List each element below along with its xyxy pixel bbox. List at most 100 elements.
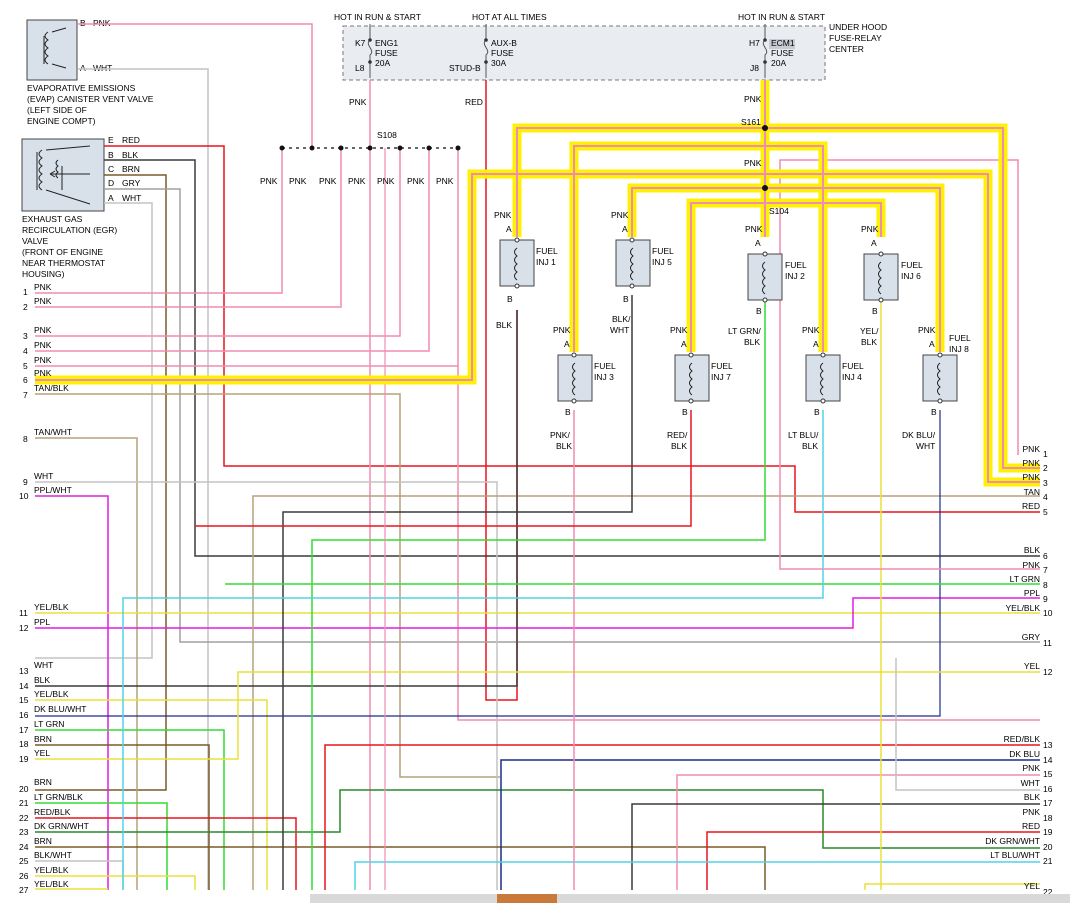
left-pin-24-number: 24 (19, 842, 29, 852)
left-pin-25-color: BLK/WHT (34, 850, 72, 860)
right-pin-9-color: PPL (1024, 588, 1040, 598)
ecm1-fuse-label-2: FUSE (771, 48, 794, 58)
s108-node-2 (309, 145, 315, 151)
inj2-pin-a: A (755, 238, 761, 248)
inj1-pin-a: A (506, 224, 512, 234)
left-pin-16-wire (35, 410, 941, 717)
left-pin-21-number: 21 (19, 798, 29, 808)
s108-node-3 (338, 145, 344, 151)
left-pin-16-color: DK BLU/WHT (34, 704, 86, 714)
right-pin-12-color: YEL (1024, 661, 1040, 671)
tan-right-4-wire (252, 495, 1040, 890)
right-pin-11-color: GRY (1022, 632, 1041, 642)
left-pin-8-wire (35, 437, 138, 890)
egr-pin-d-color: GRY (122, 178, 141, 188)
left-pin-21-wire (35, 802, 168, 890)
inj2-body (747, 253, 783, 301)
left-pin-12-wire (35, 597, 1040, 629)
egr-pin-a-color: WHT (122, 193, 141, 203)
yel-right-22-wire (864, 883, 1040, 890)
evap-caption-4: ENGINE COMPT) (27, 116, 96, 126)
wire-layer: PNK RED PNK (35, 23, 1040, 890)
inj8-feed (765, 187, 941, 352)
inj7-pin-a: A (681, 339, 687, 349)
s108-node-7 (455, 145, 461, 151)
fuse-relay-center: HOT IN RUN & START HOT AT ALL TIMES HOT … (334, 12, 887, 81)
inj5-pin-a: A (622, 224, 628, 234)
inj3-feed (573, 145, 765, 352)
eng1-fuse-label-1: ENG1 (375, 38, 398, 48)
right-pin-5-number: 5 (1043, 507, 1048, 517)
left-pin-23-wire (35, 789, 1040, 849)
fuel-injector-3: FUEL INJ 3 PNK A B PNK/ BLK (550, 325, 616, 451)
right-pin-14-color: DK BLU (1009, 749, 1040, 759)
egr-caption-2: RECIRCULATION (EGR) (22, 225, 117, 235)
right-pin-7-number: 7 (1043, 565, 1048, 575)
left-pin-14-number: 14 (19, 681, 29, 691)
inj2-name-2: INJ 2 (785, 271, 805, 281)
egr-pin-c-color: BRN (122, 164, 140, 174)
inj7-name-2: INJ 7 (711, 372, 731, 382)
s104-pnk-label: PNK (744, 158, 762, 168)
ecm1-label-highlight (769, 39, 795, 49)
left-pin-1-number: 1 (23, 287, 28, 297)
left-pin-7-number: 7 (23, 390, 28, 400)
eng1-fuse-top-terminal (368, 38, 372, 42)
egr-leads (45, 145, 91, 205)
fuel-injector-2: FUEL INJ 2 PNK A B LT GRN/ BLK (728, 224, 807, 347)
right-pin-4-color: TAN (1024, 487, 1040, 497)
egr-red-wire (104, 145, 1040, 513)
inj4-body (805, 354, 841, 402)
auxb-fuse-label-3: 30A (491, 58, 506, 68)
egr-caption-6: HOUSING) (22, 269, 65, 279)
inj4-bottom-wire-1: LT BLU/ (788, 430, 819, 440)
inj3-bottom-wire-1: PNK/ (550, 430, 570, 440)
egr-coil-icon (38, 149, 43, 191)
inj4-name-2: INJ 4 (842, 372, 862, 382)
s108-drop-label-3: PNK (319, 176, 337, 186)
left-pin-5-color: PNK (34, 355, 52, 365)
auxb-fuse-label-2: FUSE (491, 48, 514, 58)
right-pin-1-color: PNK (1023, 444, 1041, 454)
inj5-feed (631, 187, 765, 237)
s161-label: S161 (741, 117, 761, 127)
eng1-wire-label: PNK (349, 97, 367, 107)
inj5-pin-b-terminal (629, 283, 635, 289)
right-pin-11-number: 11 (1043, 638, 1052, 648)
inj8-coil-icon (937, 362, 941, 396)
left-pin-7-wire (35, 393, 500, 778)
left-pin-8-number: 8 (23, 434, 28, 444)
right-pin-7-color: PNK (1023, 560, 1041, 570)
right-pin-16-number: 16 (1043, 784, 1053, 794)
right-connector-labels: 1 PNK 2 PNK 3 PNK 4 TAN 5 RED 6 BLK 7 PN… (985, 444, 1053, 897)
left-pin-27-number: 27 (19, 885, 29, 895)
s108-drop-label-7: PNK (436, 176, 454, 186)
evap-caption-2: (EVAP) CANISTER VENT VALVE (27, 94, 154, 104)
eng1-fuse-label-3: 20A (375, 58, 390, 68)
inj8-pin-b: B (931, 407, 937, 417)
inj6-pin-b-terminal (878, 297, 884, 303)
left-pin-17-wire (35, 729, 225, 890)
inj3-pin-b-terminal (571, 398, 577, 404)
left-pin-7-color: TAN/BLK (34, 383, 69, 393)
inj1-name-2: INJ 1 (536, 257, 556, 267)
left-pin-12-color: PPL (34, 617, 50, 627)
inj2-name-1: FUEL (785, 260, 807, 270)
fuel-injector-6: FUEL INJ 6 PNK A B YEL/ BLK (860, 224, 923, 347)
right-pin-14-number: 14 (1043, 755, 1053, 765)
egr-caption-4: (FRONT OF ENGINE (22, 247, 103, 257)
auxb-bottom-pin: STUD-B (449, 63, 481, 73)
egr-pin-c-letter: C (108, 164, 114, 174)
left-pin-4-color: PNK (34, 340, 52, 350)
left-pin-20-number: 20 (19, 784, 29, 794)
right-pin-22-number: 22 (1043, 887, 1053, 897)
inj2-pin-b-terminal (762, 297, 768, 303)
fuse-box-title-1: UNDER HOOD (829, 22, 887, 32)
evap-pin-a-color: WHT (93, 63, 112, 73)
left-pin-6-color: PNK (34, 368, 52, 378)
inj1-top-wire: PNK (494, 210, 512, 220)
egr-caption-3: VALVE (22, 236, 48, 246)
red-right-19-wire (706, 831, 1040, 890)
left-pin-27-color: YEL/BLK (34, 879, 69, 889)
